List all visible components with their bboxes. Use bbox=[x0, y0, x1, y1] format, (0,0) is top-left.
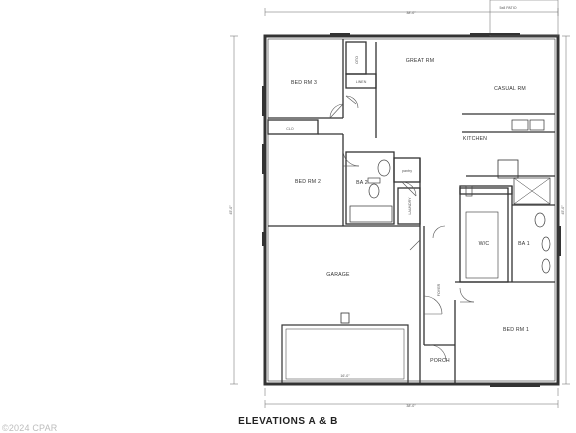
room-label-laundry: LAUNDRY bbox=[408, 197, 412, 215]
room-label-porch: PORCH bbox=[430, 358, 450, 364]
room-label-ba1: BA 1 bbox=[518, 241, 530, 247]
room-labels: BED RM 3 GREAT RM CASUAL RM KITCHEN BED … bbox=[286, 6, 530, 364]
copyright-watermark: ©2024 CPAR bbox=[2, 423, 58, 433]
room-label-bed3: BED RM 3 bbox=[291, 80, 317, 86]
garage-door bbox=[281, 312, 409, 384]
dim-left: 45'-0" bbox=[229, 205, 233, 215]
room-label-clo: CLO bbox=[286, 127, 294, 131]
fixtures bbox=[367, 159, 551, 274]
room-label-bed1: BED RM 1 bbox=[503, 327, 529, 333]
dim-right: 45'-0" bbox=[561, 205, 565, 215]
patio-label: 5x8 PATIO bbox=[499, 6, 516, 10]
room-label-garage: GARAGE bbox=[326, 272, 350, 278]
room-label-casual: CASUAL RM bbox=[494, 86, 526, 92]
room-label-kitchen: KITCHEN bbox=[463, 136, 487, 142]
room-label-oto: OTO bbox=[355, 56, 359, 64]
dimension-labels: 38'-0" 38'-0" 16'-0" 45'-0" 45'-0" bbox=[229, 11, 565, 408]
room-label-great: GREAT RM bbox=[406, 58, 435, 64]
dimension-lines bbox=[230, 0, 570, 408]
dim-garage-door: 16'-0" bbox=[340, 374, 350, 378]
windows bbox=[262, 33, 561, 387]
room-label-ba2: BA 2 bbox=[356, 180, 368, 186]
room-label-pantry: pantry bbox=[402, 169, 412, 173]
room-label-wic: W/C bbox=[479, 241, 490, 247]
dim-top: 38'-0" bbox=[406, 11, 416, 15]
dim-bottom: 38'-0" bbox=[406, 404, 416, 408]
room-label-foyer: FOYER bbox=[437, 283, 441, 296]
plan-caption: ELEVATIONS A & B bbox=[238, 416, 338, 427]
room-label-bed2: BED RM 2 bbox=[295, 179, 321, 185]
interior-walls bbox=[267, 39, 555, 384]
door-swings bbox=[329, 95, 475, 362]
room-label-linen: LINEN bbox=[356, 80, 367, 84]
exterior-walls bbox=[263, 34, 560, 386]
